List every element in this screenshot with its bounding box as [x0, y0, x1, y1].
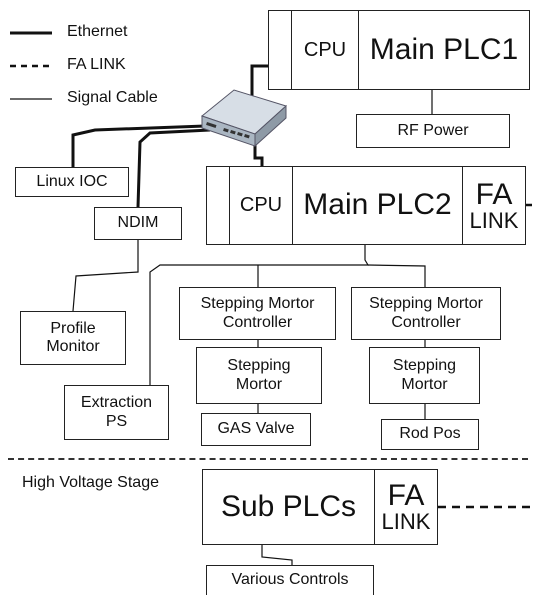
- sig-sub-various: [261, 545, 293, 565]
- plc2-fa-bottom: LINK: [469, 207, 519, 233]
- profile-monitor-box: Profile Monitor: [20, 311, 126, 365]
- plc1-title: Main PLC1: [369, 32, 519, 66]
- high-voltage-stage-label: High Voltage Stage: [22, 474, 159, 491]
- eth-switch-ndim: [136, 128, 211, 208]
- various-controls-label: Various Controls: [231, 571, 349, 589]
- sm2-line1: Stepping: [392, 357, 457, 375]
- stepping-controller-1: Stepping Mortor Controller: [179, 287, 336, 340]
- eth-switch-linux-ioc: [71, 124, 206, 167]
- linux-ioc-label: Linux IOC: [36, 172, 108, 190]
- linux-ioc-box: Linux IOC: [15, 167, 129, 197]
- plc2-cpu-label: CPU: [239, 194, 283, 216]
- smc1-line1: Stepping Mortor: [200, 295, 315, 313]
- various-controls-box: Various Controls: [206, 565, 374, 595]
- rf-power-box: RF Power: [356, 114, 510, 148]
- sub-plcs-fa-bottom: LINK: [381, 509, 431, 534]
- rod-pos-label: Rod Pos: [399, 425, 461, 443]
- legend-signal-cable-label: Signal Cable: [67, 89, 158, 106]
- legend-ethernet-label: Ethernet: [67, 23, 128, 40]
- plc2-cpu: CPU: [230, 167, 293, 244]
- sub-plcs-title: Sub PLCs: [220, 489, 357, 523]
- sig-ndim-profile: [72, 240, 139, 312]
- sub-plcs: Sub PLCs FA LINK: [202, 469, 438, 545]
- smc2-line1: Stepping Mortor: [369, 295, 483, 313]
- stage-separator: [8, 458, 528, 460]
- stepping-controller-2: Stepping Mortor Controller: [351, 287, 501, 340]
- sig-bus-smc2: [367, 264, 426, 287]
- sm1-line2: Mortor: [235, 375, 283, 393]
- plc2-fa-link: FA LINK: [462, 167, 525, 244]
- plc1-cpu-label: CPU: [303, 38, 347, 61]
- gas-valve-box: GAS Valve: [201, 413, 311, 446]
- eth-switch-plc1: [250, 64, 268, 98]
- plc2-title: Main PLC2: [303, 188, 452, 222]
- extraction-ps-line1: Extraction: [80, 394, 153, 412]
- plc1-cpu: CPU: [292, 11, 359, 89]
- main-plc2: CPU Main PLC2 FA LINK: [206, 166, 526, 245]
- stepping-motor-2: Stepping Mortor: [369, 347, 480, 404]
- sub-plcs-fa-link: FA LINK: [374, 470, 437, 544]
- profile-monitor-line2: Monitor: [46, 338, 100, 355]
- plc2-fa-top: FA: [475, 177, 513, 211]
- plc2-slot: [207, 167, 230, 244]
- extraction-ps-box: Extraction PS: [64, 385, 169, 440]
- sig-plc2-bus: [149, 245, 370, 385]
- legend-fa-link-label: FA LINK: [67, 56, 126, 73]
- rod-pos-box: Rod Pos: [381, 419, 479, 450]
- extraction-ps-line2: PS: [105, 412, 128, 430]
- profile-monitor-line1: Profile: [50, 319, 96, 337]
- main-plc1: CPU Main PLC1: [268, 10, 530, 90]
- gas-valve-label: GAS Valve: [217, 420, 295, 438]
- sm1-line1: Stepping: [227, 357, 291, 375]
- sm2-line2: Mortor: [401, 375, 448, 393]
- sub-plcs-fa-top: FA: [387, 479, 425, 512]
- rf-power-label: RF Power: [397, 121, 469, 139]
- network-switch-icon: [200, 89, 287, 148]
- ndim-box: NDIM: [94, 207, 182, 240]
- stepping-motor-1: Stepping Mortor: [196, 347, 322, 404]
- ndim-label: NDIM: [117, 214, 159, 232]
- plc1-slot: [269, 11, 292, 89]
- smc2-line2: Controller: [391, 313, 461, 331]
- smc1-line2: Controller: [222, 313, 293, 331]
- eth-switch-plc2: [253, 140, 264, 166]
